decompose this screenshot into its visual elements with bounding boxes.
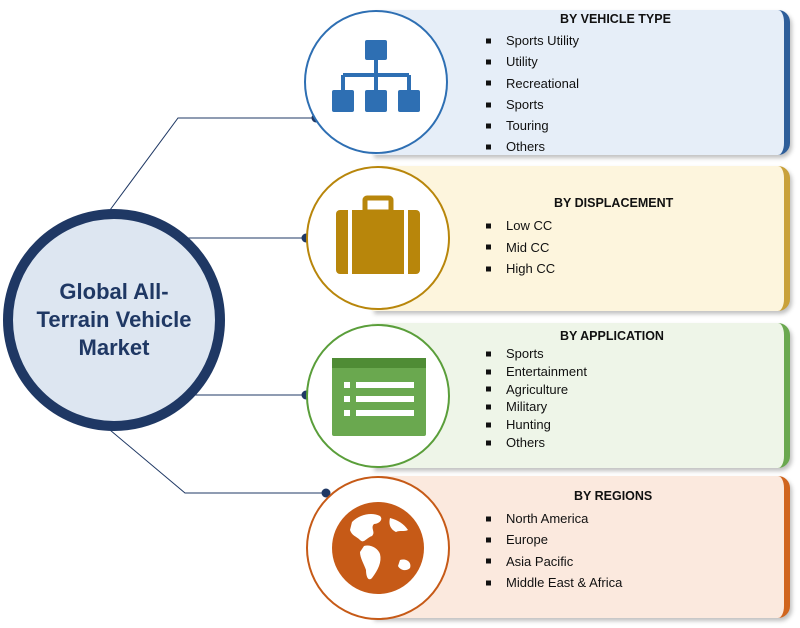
vehicle-type-list: Sports Utility Utility Recreational Spor… xyxy=(484,30,579,158)
list-item: Europe xyxy=(484,529,622,550)
list-item: Mid CC xyxy=(484,237,555,259)
list-item: Low CC xyxy=(484,215,555,237)
regions-list: North America Europe Asia Pacific Middle… xyxy=(484,508,622,593)
panel-title-regions: BY REGIONS xyxy=(574,489,653,503)
list-item: Asia Pacific xyxy=(484,551,622,572)
hierarchy-icon xyxy=(332,40,420,112)
list-item: Others xyxy=(484,434,587,452)
list-item: Recreational xyxy=(484,73,579,94)
list-item: Others xyxy=(484,136,579,157)
briefcase-icon xyxy=(336,195,420,274)
displacement-list: Low CC Mid CC High CC xyxy=(484,215,555,280)
icon-circle-displacement xyxy=(306,166,450,310)
list-item: Middle East & Africa xyxy=(484,572,622,593)
list-item: North America xyxy=(484,508,622,529)
application-list: Sports Entertainment Agriculture Militar… xyxy=(484,345,587,452)
icon-circle-vehicle-type xyxy=(304,10,448,154)
connector-vehicle-type xyxy=(109,117,316,211)
list-item: Hunting xyxy=(484,416,587,434)
list-item: Agriculture xyxy=(484,381,587,399)
connector-regions xyxy=(109,429,326,494)
list-item: Entertainment xyxy=(484,363,587,381)
center-title: Global All-Terrain Vehicle Market xyxy=(36,279,192,360)
list-item: Sports xyxy=(484,345,587,363)
panel-title-vehicle-type: BY VEHICLE TYPE xyxy=(560,12,671,26)
center-circle: Global All-Terrain Vehicle Market xyxy=(3,209,225,431)
globe-icon xyxy=(332,502,424,594)
icon-circle-regions xyxy=(306,476,450,620)
list-item: Sports xyxy=(484,94,579,115)
list-item: Utility xyxy=(484,51,579,72)
icon-circle-application xyxy=(306,324,450,468)
list-item: Sports Utility xyxy=(484,30,579,51)
list-item: Touring xyxy=(484,115,579,136)
list-item: High CC xyxy=(484,258,555,280)
panel-title-application: BY APPLICATION xyxy=(560,329,664,343)
list-form-icon xyxy=(332,358,426,436)
list-item: Military xyxy=(484,398,587,416)
panel-title-displacement: BY DISPLACEMENT xyxy=(554,196,674,210)
